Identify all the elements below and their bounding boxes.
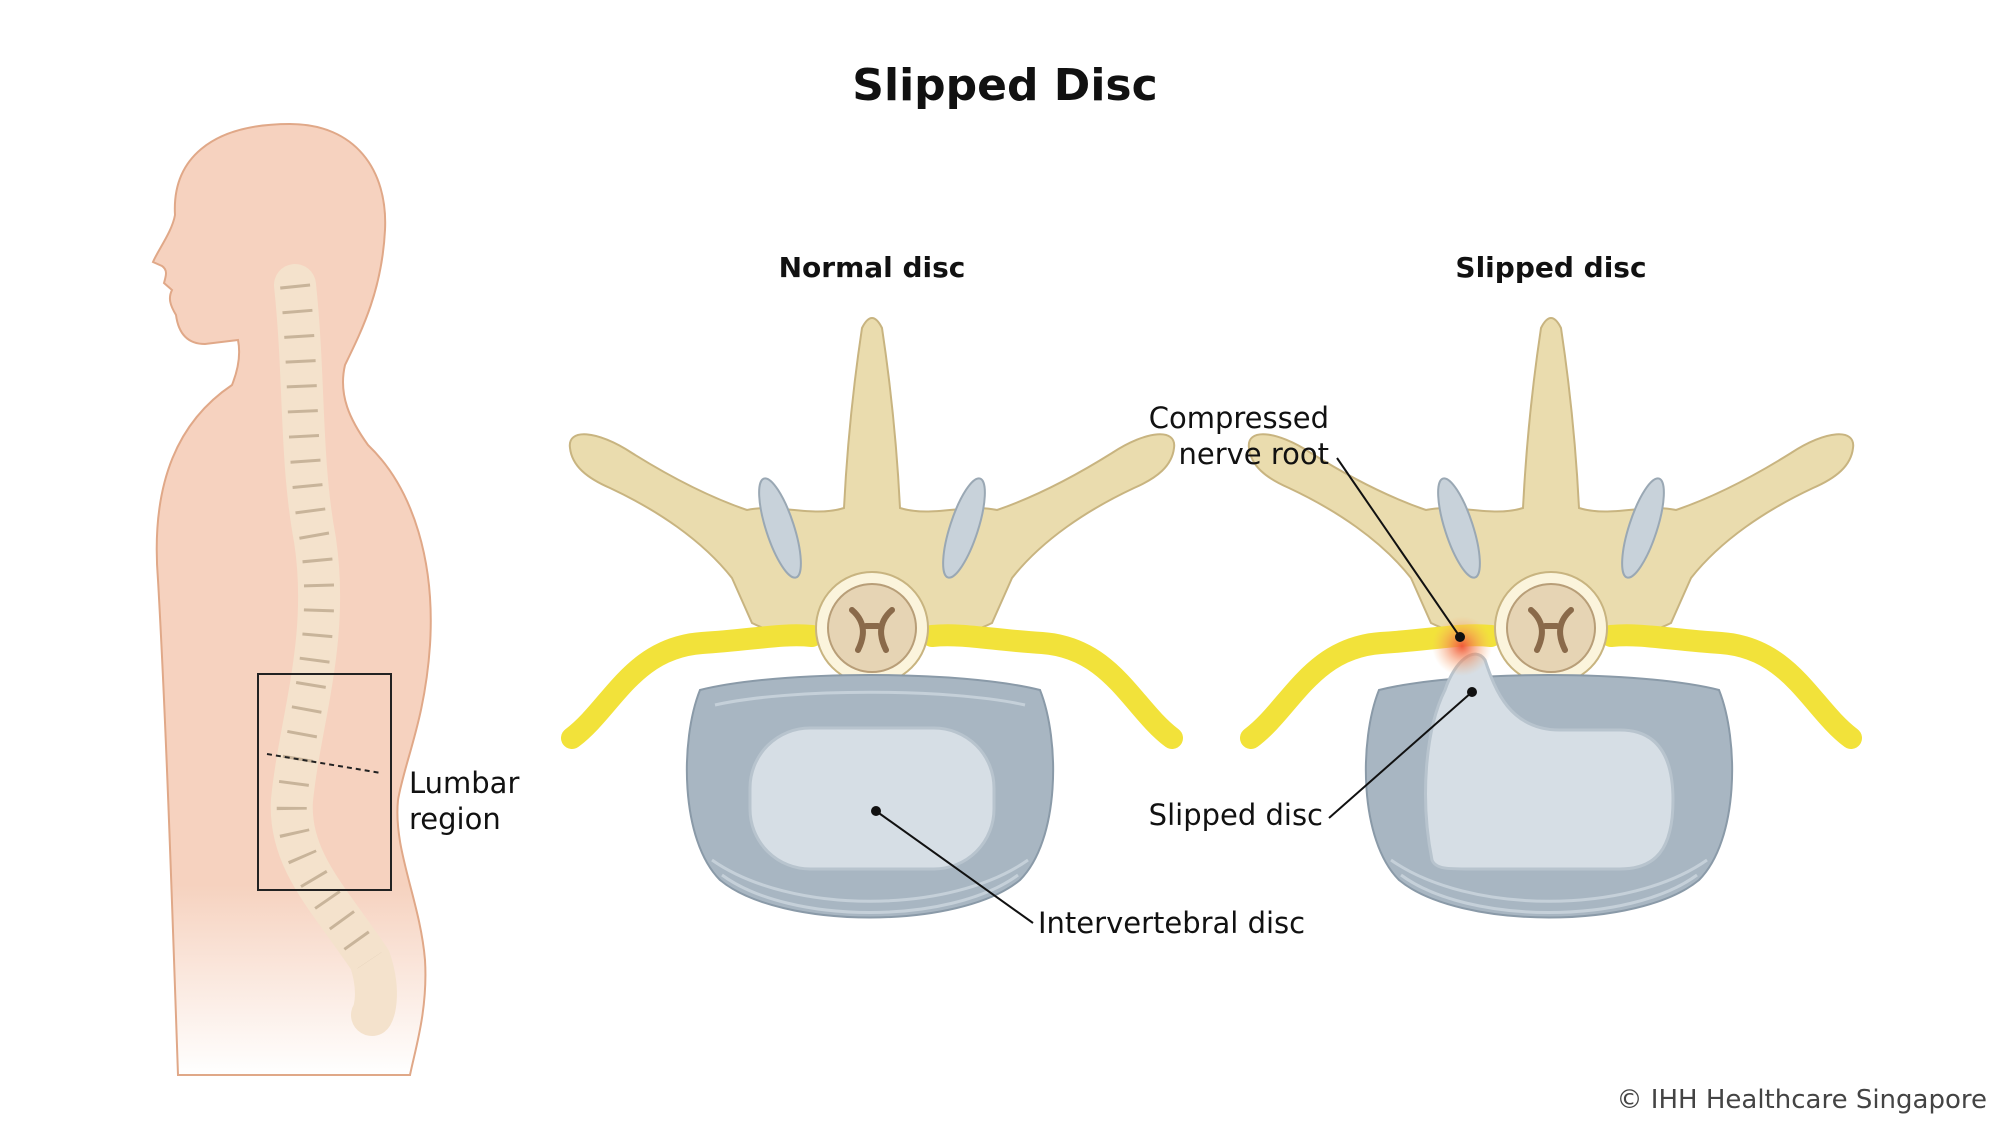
slipped-disc-label: Slipped disc xyxy=(1149,798,1323,832)
normal-disc-panel: Normal disc Intervertebral disc xyxy=(570,251,1305,940)
copyright: © IHH Healthcare Singapore xyxy=(1617,1085,1987,1115)
spine-discs xyxy=(276,283,383,969)
lumbar-label-line1: Lumbar xyxy=(409,766,519,800)
nucleus xyxy=(748,726,996,871)
slipped-disc-panel: Slipped disc Compressed nerve root Slipp… xyxy=(1149,251,1854,919)
compressed-nerve-label-line1: Compressed xyxy=(1149,401,1329,435)
slipped-disc-heading: Slipped disc xyxy=(1455,251,1646,284)
page-title: Slipped Disc xyxy=(852,60,1157,111)
inflammation xyxy=(1432,616,1492,676)
body-figure: Lumbar region xyxy=(151,122,519,1076)
dashed-section-line xyxy=(266,753,382,774)
lumbar-label-line2: region xyxy=(409,802,501,836)
intervertebral-disc-label: Intervertebral disc xyxy=(1038,906,1305,940)
compressed-nerve-label-line2: nerve root xyxy=(1178,437,1329,471)
normal-disc-heading: Normal disc xyxy=(779,251,966,284)
lumbar-region-box xyxy=(257,673,392,891)
herniated-nucleus xyxy=(1424,652,1675,871)
body-silhouette xyxy=(151,122,432,1076)
